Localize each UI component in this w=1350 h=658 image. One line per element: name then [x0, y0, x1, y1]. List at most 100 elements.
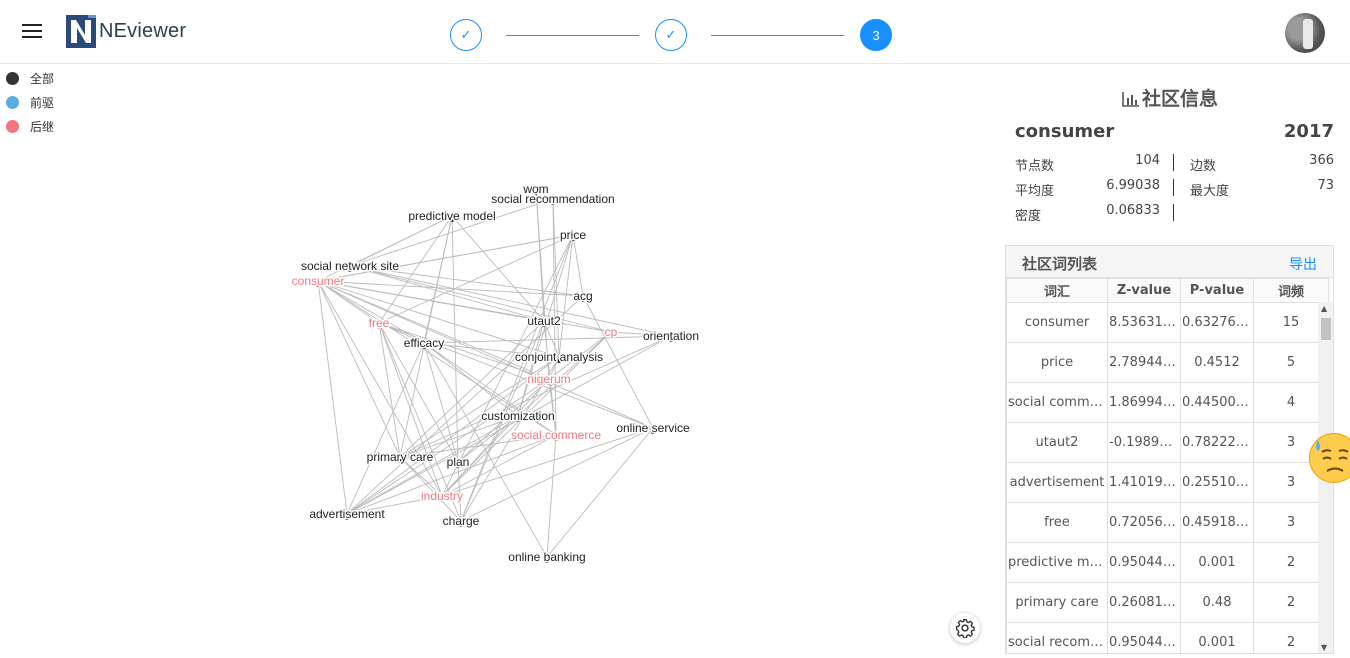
graph-node-label[interactable]: advertisement [308, 506, 387, 523]
column-header[interactable]: Z-value [1107, 278, 1181, 303]
graph-node-label[interactable]: social commerce [509, 427, 602, 444]
graph-node[interactable]: online banking [507, 549, 587, 566]
graph-node-dot[interactable] [459, 523, 463, 527]
graph-node-label[interactable]: predictive model [407, 208, 497, 225]
graph-node[interactable]: price [558, 227, 587, 244]
graph-node-dot[interactable] [456, 464, 460, 468]
step-3-active[interactable]: 3 [860, 19, 892, 51]
graph-node[interactable]: wom [521, 181, 550, 198]
graph-node-dot[interactable] [398, 459, 402, 463]
graph-node[interactable]: primary care [365, 449, 435, 466]
graph-node-dot[interactable] [651, 430, 655, 434]
graph-node-label[interactable]: price [558, 227, 587, 244]
legend-item-predecessor[interactable]: 前驱 [6, 90, 54, 114]
graph-node[interactable]: social commerce [509, 427, 602, 444]
graph-node-label[interactable]: plan [445, 454, 471, 471]
graph-node[interactable]: social recommendation [490, 191, 616, 208]
graph-node-dot[interactable] [316, 283, 320, 287]
graph-node[interactable]: charge [441, 513, 481, 530]
graph-node-label[interactable]: online service [615, 420, 692, 437]
settings-button[interactable] [950, 613, 980, 643]
graph-node[interactable]: utaut2 [526, 313, 563, 330]
menu-icon[interactable] [22, 24, 42, 40]
graph-node[interactable]: conjoint analysis [513, 349, 604, 366]
graph-node-label[interactable]: social recommendation [490, 191, 616, 208]
graph-node-dot[interactable] [348, 268, 352, 272]
graph-node-dot[interactable] [581, 298, 585, 302]
graph-node[interactable]: orientation [641, 328, 700, 345]
graph-node-label[interactable]: acg [572, 288, 594, 305]
graph-node-dot[interactable] [422, 345, 426, 349]
graph-node[interactable]: predictive model [407, 208, 497, 225]
graph-node-label[interactable]: conjoint analysis [513, 349, 604, 366]
graph-node-label[interactable]: industry [419, 488, 464, 505]
scroll-thumb[interactable] [1321, 318, 1331, 340]
graph-node-label[interactable]: social network site [299, 258, 400, 275]
graph-node[interactable]: advertisement [308, 506, 387, 523]
graph-node-label[interactable]: cp [603, 324, 619, 341]
graph-node-dot[interactable] [542, 323, 546, 327]
graph-node-dot[interactable] [571, 237, 575, 241]
graph-node-dot[interactable] [547, 381, 551, 385]
graph-node-dot[interactable] [516, 418, 520, 422]
column-header[interactable]: 词汇 [1006, 278, 1108, 303]
graph-node-label[interactable]: free [367, 315, 391, 332]
graph-node-label[interactable]: primary care [365, 449, 435, 466]
step-1-done[interactable]: ✓ [450, 19, 482, 51]
graph-node-label[interactable]: consumer [290, 273, 346, 290]
graph-node-dot[interactable] [345, 516, 349, 520]
graph-node-label[interactable]: charge [441, 513, 481, 530]
graph-node-dot[interactable] [450, 218, 454, 222]
graph-node-dot[interactable] [669, 338, 673, 342]
graph-node-label[interactable]: customization [480, 408, 556, 425]
column-header[interactable]: P-value [1180, 278, 1254, 303]
graph-node[interactable]: plan [445, 454, 471, 471]
graph-node-label[interactable]: wom [521, 181, 550, 198]
export-link[interactable]: 导出 [1289, 257, 1317, 273]
graph-node[interactable]: acg [572, 288, 594, 305]
graph-node[interactable]: cp [603, 324, 619, 341]
column-header[interactable]: 词频 [1253, 278, 1329, 303]
graph-node-label[interactable]: online banking [507, 549, 587, 566]
step-2-done[interactable]: ✓ [655, 19, 687, 51]
user-avatar[interactable] [1285, 13, 1325, 53]
legend-item-all[interactable]: 全部 [6, 66, 54, 90]
graph-node-dot[interactable] [534, 191, 538, 195]
graph-node-dot[interactable] [545, 559, 549, 563]
graph-node-dot[interactable] [377, 325, 381, 329]
legend-item-successor[interactable]: 后继 [6, 114, 54, 138]
graph-node[interactable]: customization [480, 408, 556, 425]
graph-node-label[interactable]: orientation [641, 328, 700, 345]
graph-node-label[interactable]: nigerum [526, 371, 572, 388]
graph-node-label[interactable]: utaut2 [526, 313, 563, 330]
graph-node[interactable]: social network site [299, 258, 400, 275]
graph-node[interactable]: free [367, 315, 391, 332]
legend-label: 前驱 [30, 95, 55, 110]
graph-node-dot[interactable] [551, 201, 555, 205]
graph-node-dot[interactable] [440, 498, 444, 502]
table-row[interactable]: social commer...1.869943...0.445000...4 [1006, 382, 1329, 423]
graph-node-dot[interactable] [609, 334, 613, 338]
scroll-up-icon[interactable]: ▲ [1321, 304, 1328, 313]
graph-node[interactable]: industry [419, 488, 464, 505]
graph-node-label[interactable]: efficacy [402, 335, 445, 352]
sweat-face-emoji-icon[interactable] [1309, 433, 1350, 483]
graph-node-dot[interactable] [554, 437, 558, 441]
graph-node[interactable]: efficacy [402, 335, 445, 352]
scroll-down-icon[interactable]: ▼ [1321, 643, 1328, 652]
graph-node[interactable]: consumer [290, 273, 346, 290]
graph-node[interactable]: online service [615, 420, 692, 437]
graph-node-dot[interactable] [557, 359, 561, 363]
graph-node[interactable]: nigerum [526, 371, 572, 388]
table-row[interactable]: utaut2-0.19893...0.782222...3 [1006, 422, 1329, 463]
stat-avg-degree-label: 平均度 [1015, 184, 1055, 199]
